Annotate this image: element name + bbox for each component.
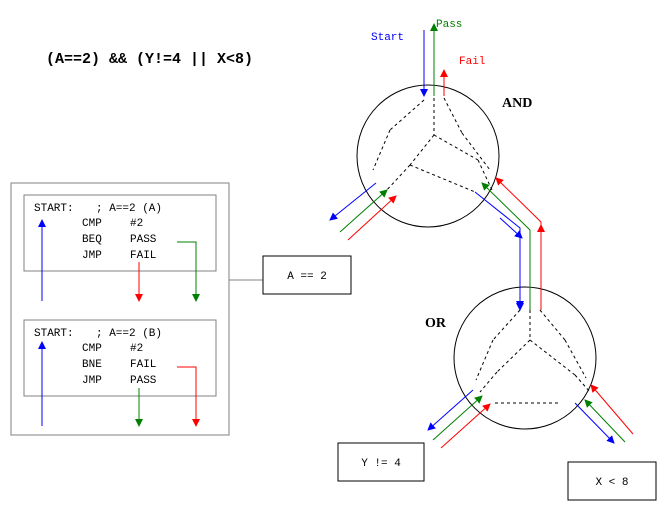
and-or-fail-arrow — [495, 177, 542, 310]
or-gate: OR — [425, 286, 597, 430]
code-panel — [10, 182, 230, 436]
code-a-arg-3: FAIL — [130, 250, 156, 262]
condition-y-text: Y != 4 — [361, 458, 401, 470]
and-or-pass-arrow — [481, 182, 531, 310]
fail-label: Fail — [459, 56, 485, 68]
code-b-arg-1: #2 — [130, 343, 143, 355]
code-b-arg-2: FAIL — [130, 359, 156, 371]
code-b-op-3: JMP — [82, 375, 102, 387]
code-b-label: START: — [34, 328, 74, 340]
condition-a-text: A == 2 — [287, 271, 327, 283]
or-x-fail-arrow — [590, 384, 634, 435]
code-a-comment: ; A==2 (A) — [96, 203, 162, 215]
code-block-b: START: ; A==2 (B) CMP #2 BNE FAIL JMP PA… — [23, 319, 217, 427]
and-label: AND — [502, 96, 532, 111]
condition-box-x: X < 8 — [567, 461, 657, 501]
svg-text:START: ; A==2 (A): START: ; A==2 (A) CMP #2 BEQ PASS JMP FA… — [34, 203, 169, 262]
pass-label: Pass — [436, 19, 462, 31]
code-b-arg-3: PASS — [130, 375, 157, 387]
code-a-op-1: CMP — [82, 218, 102, 230]
code-a-arg-1: #2 — [130, 218, 143, 230]
code-a-arg-2: PASS — [130, 234, 157, 246]
expression-title: (A==2) && (Y!=4 || X<8) — [46, 51, 253, 68]
and-a-pass-arrow — [339, 189, 388, 233]
or-x-start-arrow — [574, 402, 615, 444]
code-b-fail-arrow — [177, 366, 200, 427]
and-a-start-arrow — [329, 182, 377, 221]
or-y-pass-arrow — [432, 395, 483, 441]
or-y-start-arrow — [427, 389, 474, 431]
svg-text:START: ; A==2 (B): START: ; A==2 (B) CMP #2 BNE FAIL JMP PA… — [34, 328, 169, 387]
and-start-corner-arrow — [499, 217, 523, 239]
start-label: Start — [371, 32, 404, 44]
code-a-pass-arrow — [177, 241, 200, 302]
condition-x-text: X < 8 — [595, 477, 628, 489]
condition-box-y: Y != 4 — [337, 442, 425, 482]
code-block-a: START: ; A==2 (A) CMP #2 BEQ PASS JMP FA… — [23, 194, 217, 302]
or-y-fail-arrow — [440, 403, 491, 449]
or-x-pass-arrow — [584, 399, 626, 443]
code-a-label: START: — [34, 203, 74, 215]
code-b-op-1: CMP — [82, 343, 102, 355]
code-b-op-2: BNE — [82, 359, 102, 371]
condition-box-a: A == 2 — [262, 255, 352, 295]
and-gate: AND — [356, 84, 532, 228]
or-label: OR — [425, 316, 447, 331]
code-a-op-3: JMP — [82, 250, 102, 262]
code-a-op-2: BEQ — [82, 234, 102, 246]
and-a-fail-arrow — [347, 195, 397, 241]
code-b-comment: ; A==2 (B) — [96, 328, 162, 340]
